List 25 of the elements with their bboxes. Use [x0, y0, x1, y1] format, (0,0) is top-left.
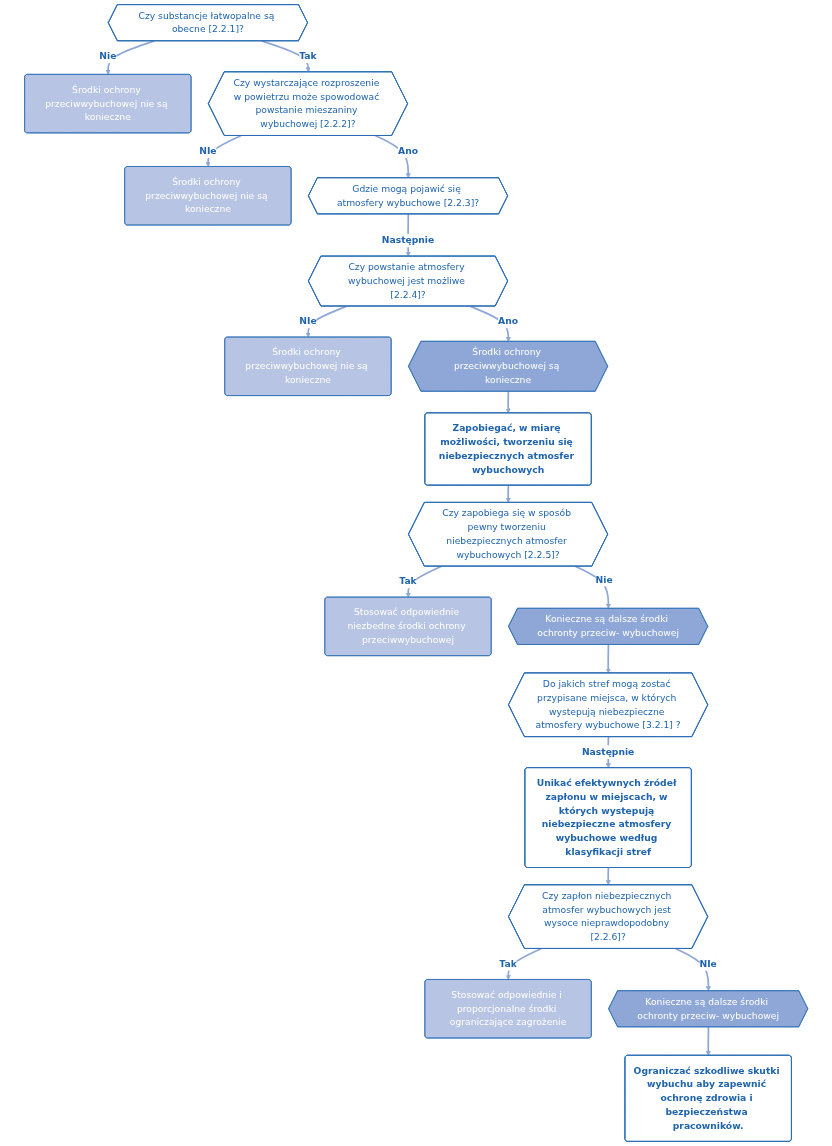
edge-label: Ano [497, 315, 518, 327]
edge-label: NIe [699, 958, 717, 970]
arrow [505, 390, 511, 414]
arrow [605, 643, 611, 674]
arrow [374, 134, 411, 179]
arrow [505, 484, 511, 503]
arrow [705, 1026, 711, 1056]
edge-label: Ano [397, 145, 418, 157]
arrow [261, 40, 311, 73]
edge-label: Tak [499, 958, 517, 970]
edge-label: Następnie [381, 234, 435, 246]
edge-label: Nie [99, 50, 117, 62]
arrow [305, 305, 348, 338]
edge-label: Nie [595, 573, 613, 585]
edge-label: Następnie [581, 746, 635, 758]
arrow [605, 866, 611, 886]
edge-label: NIe [199, 145, 217, 157]
arrow [674, 947, 711, 992]
arrow [105, 40, 155, 75]
arrow [574, 565, 611, 609]
edge-label: NIe [299, 315, 317, 327]
arrow [405, 565, 442, 598]
edge-label: Tak [399, 575, 417, 587]
arrow [505, 947, 542, 980]
edge-label: Tak [299, 50, 317, 62]
